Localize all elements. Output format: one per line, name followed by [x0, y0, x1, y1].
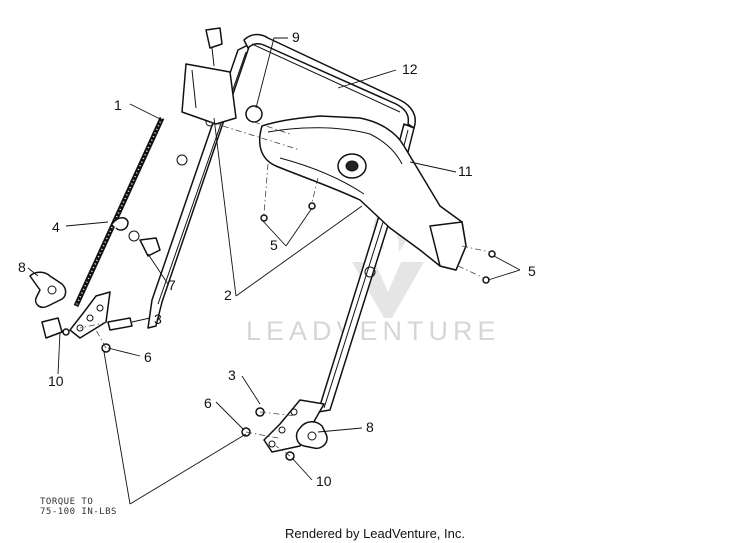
callout-3-right: 3	[228, 367, 236, 383]
callout-5-center: 5	[270, 237, 278, 253]
torque-note-line2: 75-100 IN-LBS	[40, 507, 117, 517]
callout-4: 4	[52, 219, 60, 235]
callout-9: 9	[292, 29, 300, 45]
watermark-text: LEADVENTURE	[246, 316, 501, 346]
callout-labels: 1 2 3 3 4 5 5 6 6 7 8 8 9 10 10 11 12	[18, 29, 536, 489]
control-cable	[73, 116, 165, 308]
callout-7: 7	[168, 277, 176, 293]
callout-8-left: 8	[18, 259, 26, 275]
render-credit: Rendered by LeadVenture, Inc.	[285, 526, 465, 541]
callout-1: 1	[114, 97, 122, 113]
callout-8-right: 8	[366, 419, 374, 435]
callout-10-left: 10	[48, 373, 64, 389]
cable-clip	[139, 237, 161, 257]
callout-2: 2	[224, 287, 232, 303]
fasteners	[62, 202, 496, 461]
assembly-centerlines	[79, 121, 491, 457]
callout-6-left: 6	[144, 349, 152, 365]
callout-11: 11	[458, 163, 473, 179]
callout-6-right: 6	[204, 395, 212, 411]
cable-end	[41, 317, 63, 339]
callout-12: 12	[402, 61, 418, 77]
callout-3-left: 3	[154, 311, 162, 327]
callout-5-right: 5	[528, 263, 536, 279]
callout-10-right: 10	[316, 473, 332, 489]
torque-note-line1: TORQUE TO	[40, 497, 93, 507]
knob-right	[295, 421, 328, 450]
console-housing	[258, 115, 467, 271]
control-box	[181, 27, 263, 125]
leader-lines	[27, 37, 521, 505]
